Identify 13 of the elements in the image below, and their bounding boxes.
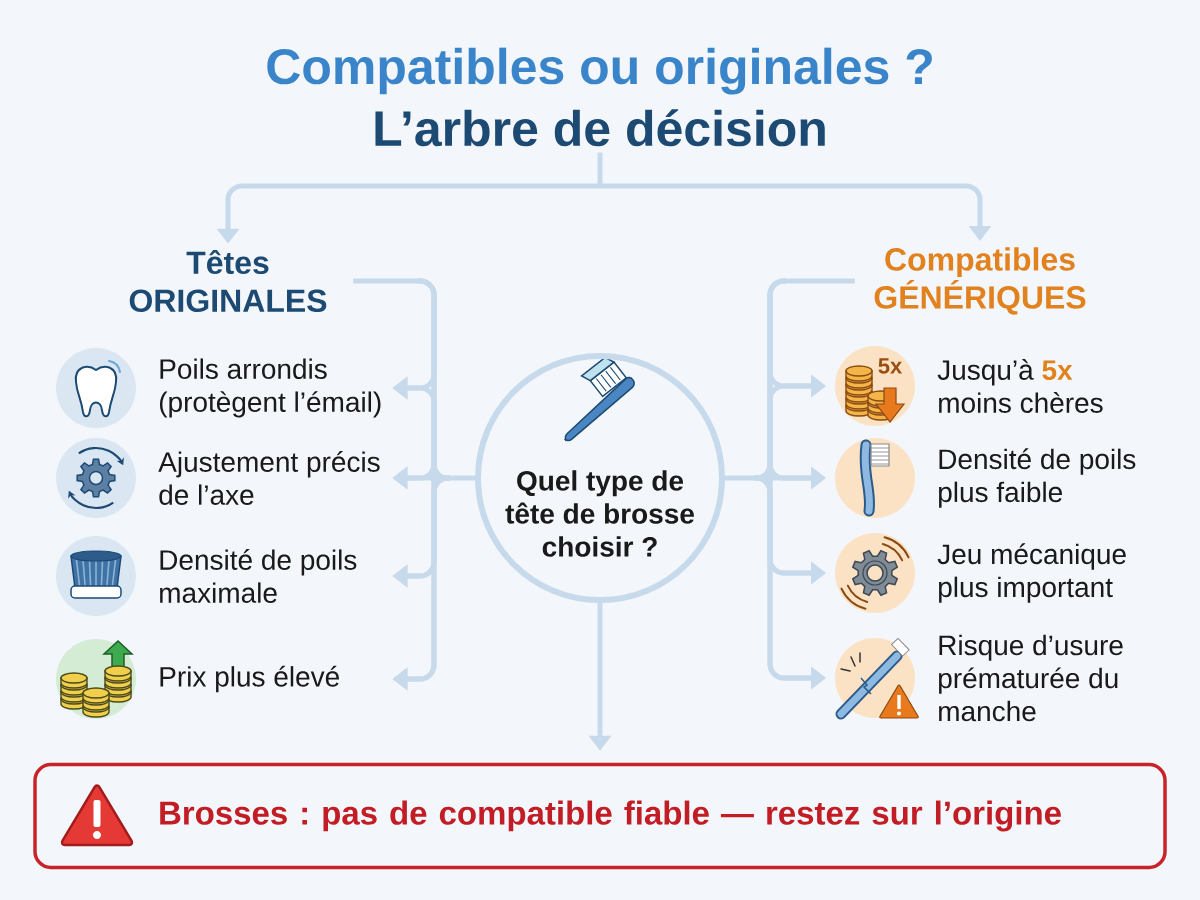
column-heading: Têtes ORIGINALES: [129, 249, 327, 313]
list-item: Densité de poils plus faible: [939, 448, 1136, 508]
column-heading: Compatibles GÉNÉRIQUES: [874, 247, 1086, 315]
icon-label: 5x: [878, 358, 903, 374]
list-item: Jeu mécanique plus important: [937, 543, 1126, 603]
title: Compatibles ou originales ? L’arbre de décision: [267, 47, 932, 147]
list-item: Densité de poils maximale: [160, 549, 357, 603]
list-item: Risque d’usure prématurée du manche: [939, 634, 1123, 722]
warning-banner: Brosses : pas de compatible fiable — restez sur l’origine: [33, 762, 1167, 870]
list-item: Jusqu’à 5x moins chères: [937, 359, 1103, 413]
list-item: Poils arrondis (protègent l’émail): [159, 358, 381, 418]
list-item: Ajustement précis de l’axe: [158, 451, 380, 505]
list-item: Prix plus élevé: [160, 665, 339, 693]
